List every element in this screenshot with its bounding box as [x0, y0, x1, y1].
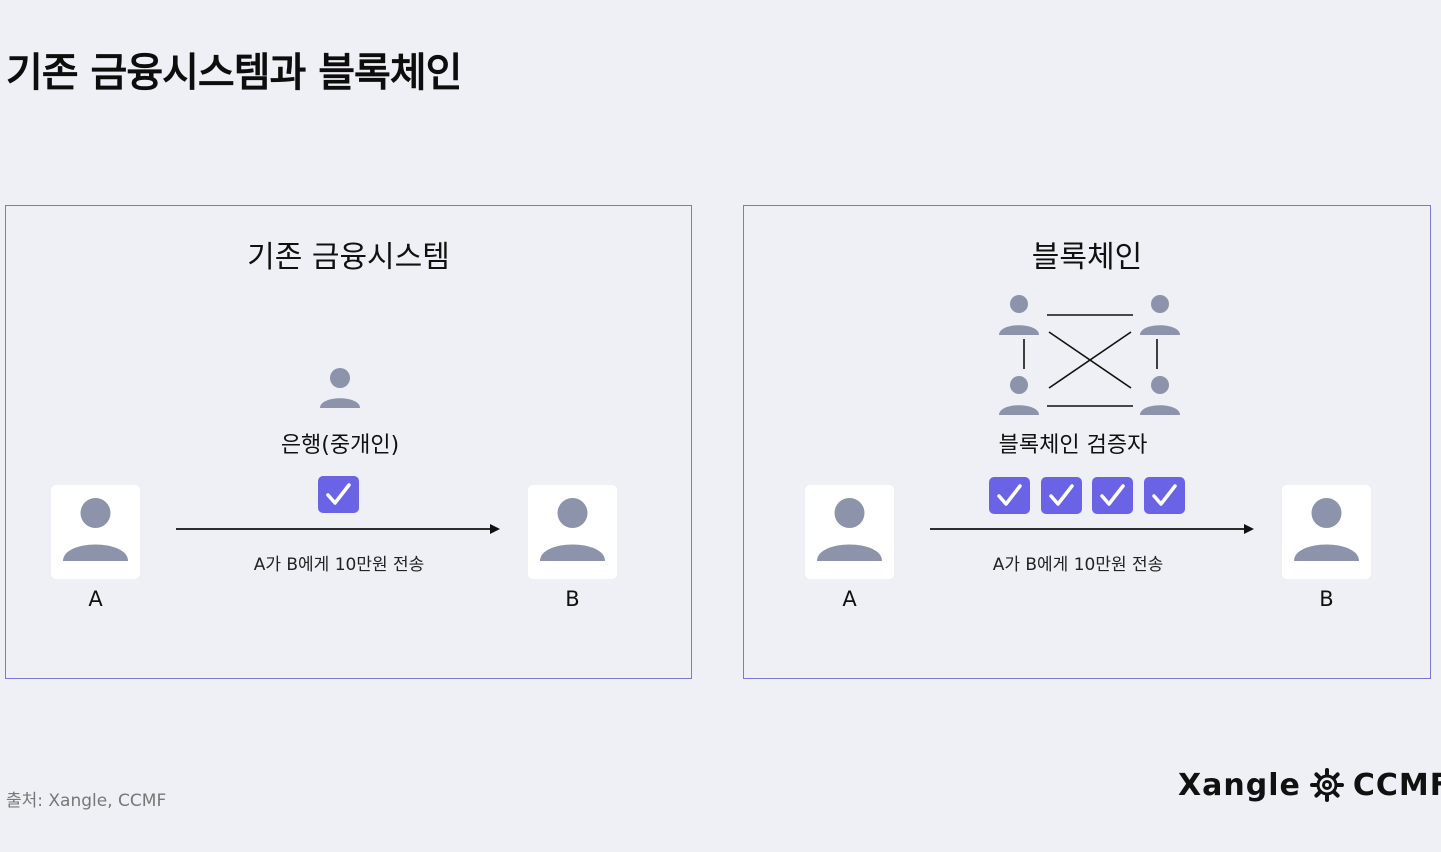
check-icon	[326, 483, 351, 505]
panel-title-traditional: 기존 금융시스템	[247, 240, 450, 275]
blockchain-panel: 블록체인 블록체인 검증자	[743, 205, 1431, 679]
check-icon	[1152, 484, 1177, 506]
validators-label: 블록체인 검증자	[998, 433, 1148, 458]
person-icon	[1140, 295, 1180, 335]
page-title: 기존 금융시스템과 블록체인	[6, 50, 462, 96]
sender-label: A	[88, 587, 103, 611]
traditional-finance-panel: 기존 금융시스템 은행(중개인) A A가 B에게 10만원 전송 B	[5, 205, 692, 679]
validator-check-box	[1092, 477, 1133, 514]
intermediary-label: 은행(중개인)	[280, 433, 400, 458]
logo-xangle: Xangle	[1178, 767, 1301, 803]
logo-ccmf: CCMF	[1352, 767, 1441, 803]
validator-check-box	[1144, 477, 1185, 514]
receiver-card	[528, 485, 617, 579]
person-icon	[1140, 376, 1180, 415]
check-icon	[997, 484, 1022, 506]
sender-label: A	[842, 587, 857, 611]
arrow-right-icon	[930, 524, 1254, 534]
sender-card	[51, 485, 140, 579]
panel-title-blockchain: 블록체인	[1031, 240, 1143, 275]
validator-check-box	[989, 477, 1030, 514]
check-icon	[1100, 484, 1125, 506]
gear-icon	[1309, 768, 1344, 802]
person-icon	[999, 295, 1039, 335]
check-icon	[1049, 484, 1074, 506]
receiver-card	[1282, 485, 1371, 579]
source-note: 출처: Xangle, CCMF	[6, 791, 167, 811]
receiver-label: B	[1319, 587, 1334, 611]
transfer-label: A가 B에게 10만원 전송	[253, 555, 425, 575]
person-icon	[1294, 498, 1359, 561]
validator-network	[999, 295, 1180, 415]
brand-logo: Xangle CCMF	[1178, 765, 1441, 805]
bank-check-box	[318, 476, 359, 513]
transfer-label: A가 B에게 10만원 전송	[992, 555, 1164, 575]
person-icon	[817, 498, 882, 561]
sender-card	[805, 485, 894, 579]
person-icon	[63, 498, 128, 561]
arrow-right-icon	[176, 524, 500, 534]
validator-check-box	[1041, 477, 1082, 514]
person-icon	[999, 376, 1039, 415]
person-icon	[540, 498, 605, 561]
person-icon	[320, 368, 360, 408]
receiver-label: B	[565, 587, 580, 611]
